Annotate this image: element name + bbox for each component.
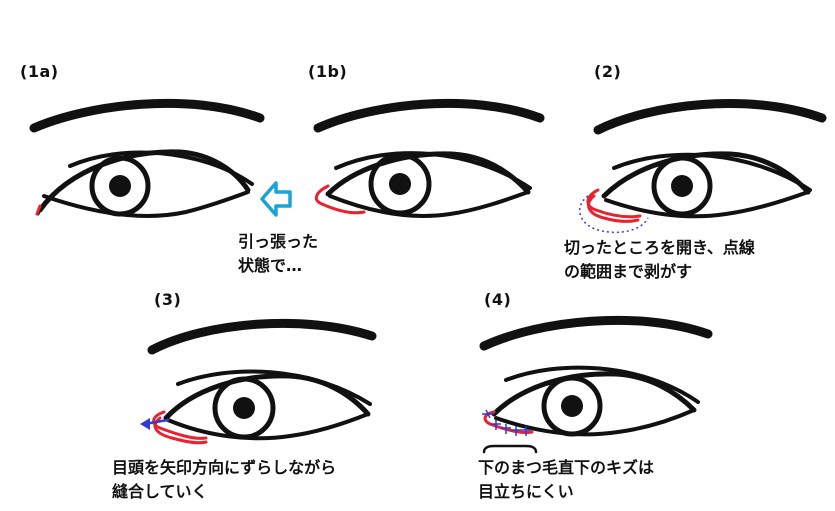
iris	[212, 376, 276, 440]
eyebrow	[313, 98, 545, 133]
pupil	[561, 395, 583, 417]
caption-line: 目立ちにくい	[478, 482, 574, 501]
caption-line: 引っ張った	[238, 232, 319, 251]
caption-line: 切ったところを開き、点線	[564, 238, 755, 257]
incision-1a	[35, 204, 42, 216]
eyebrow	[29, 98, 265, 133]
iris	[368, 152, 432, 216]
eye-panel-2	[593, 99, 827, 219]
step-label-1b: (1b)	[308, 62, 348, 81]
eye-panel-1b	[313, 98, 545, 218]
step-label-3: (3)	[154, 290, 182, 309]
upper-eyelid	[163, 373, 371, 421]
incision-3	[152, 410, 208, 445]
lower-eyelid	[494, 408, 696, 437]
caption-bracket	[482, 444, 538, 454]
caption-step3: 目頭を矢印方向にずらしながら 縫合していく	[112, 456, 336, 504]
eyebrow	[593, 99, 827, 135]
step-label-2: (2)	[594, 62, 622, 81]
lower-eyelid	[42, 190, 250, 218]
pupil	[233, 397, 255, 419]
caption-line: の範囲まで剥がす	[564, 262, 693, 281]
caption-line: 下のまつ毛直下のキズは	[478, 458, 655, 477]
step-label-4: (4)	[484, 290, 512, 309]
lower-eyelid	[328, 190, 530, 218]
lower-eyelid	[604, 190, 810, 219]
upper-eyelid	[325, 151, 531, 197]
pupil	[671, 175, 693, 197]
double-eyelid-fold	[176, 369, 372, 406]
eyebrow	[147, 318, 377, 355]
arrow-left-outline-icon	[260, 181, 292, 217]
iris	[89, 155, 151, 217]
eye-panel-3	[147, 318, 377, 441]
upper-eyelid	[37, 149, 251, 213]
incision-2	[586, 188, 642, 223]
pull-direction-arrow-icon	[140, 418, 170, 430]
lower-eyelid	[166, 412, 370, 441]
caption-line: 縫合していく	[112, 482, 208, 501]
caption-line: 状態で…	[238, 256, 303, 275]
iris	[541, 375, 603, 437]
suture-marks	[482, 409, 531, 436]
pupil	[109, 175, 131, 197]
caption-step2: 切ったところを開き、点線 の範囲まで剥がす	[564, 236, 755, 284]
upper-eyelid	[601, 151, 811, 199]
iris	[651, 155, 713, 217]
eye-panel-1a	[29, 98, 265, 218]
incision-1b	[314, 184, 366, 215]
caption-line: 目頭を矢印方向にずらしながら	[112, 458, 337, 477]
caption-step4: 下のまつ毛直下のキズは 目立ちにくい	[478, 456, 654, 504]
eye-panel-4	[479, 315, 713, 454]
upper-eyelid	[491, 371, 697, 417]
pupil	[389, 173, 411, 195]
eyebrow	[479, 315, 713, 351]
double-eyelid-fold	[504, 365, 700, 404]
step-label-1a: (1a)	[20, 62, 59, 81]
caption-pulled-state: 引っ張った 状態で…	[238, 230, 318, 278]
dotted-undermining-area	[578, 195, 649, 234]
